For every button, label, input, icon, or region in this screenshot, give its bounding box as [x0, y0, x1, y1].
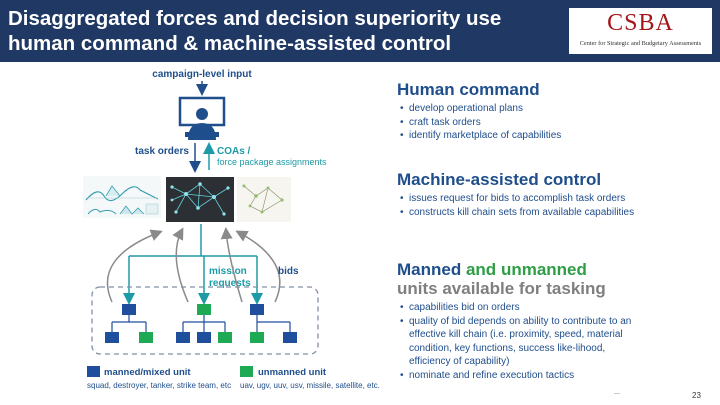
list-item: capabilities bid on orders [400, 301, 637, 315]
list-item: nominate and refine execution tactics [400, 369, 637, 383]
human-command-title: Human command [397, 80, 540, 99]
csba-logo: CSBA Center for Strategic and Budgetary … [569, 8, 712, 54]
network-graph-image [166, 177, 234, 222]
units-title-line2: units available for tasking [397, 279, 606, 298]
bid-arrows [106, 227, 281, 303]
machine-control-section: Machine-assisted control issues request … [397, 170, 697, 219]
footer-mark: --- [614, 391, 620, 397]
campaign-input-label: campaign-level input [152, 69, 252, 80]
list-item: develop operational plans [400, 102, 697, 116]
force-package-label: force package assignments [217, 157, 327, 167]
mission-label: mission [209, 266, 247, 277]
unit-group-2 [176, 304, 232, 343]
list-item: identify marketplace of capabilities [400, 129, 697, 143]
unit-group-1 [105, 304, 153, 343]
logo-name: CSBA [607, 10, 674, 36]
manned-unit-legend-swatch [87, 366, 100, 377]
requests-label: requests [209, 278, 251, 289]
units-title: Manned and unmanned units available for … [397, 260, 637, 298]
analytics-thumbnails [83, 176, 161, 218]
manned-unit-examples: squad, destroyer, tanker, strike team, e… [87, 381, 231, 390]
machine-control-bullets: issues request for bids to accomplish ta… [397, 192, 697, 219]
manned-unit-legend-label: manned/mixed unit [104, 367, 191, 378]
kill-chain-sketch-image [237, 177, 291, 222]
units-title-and: and [465, 260, 497, 279]
list-item: constructs kill chain sets from availabl… [400, 206, 697, 220]
slide-title: Disaggregated forces and decision superi… [8, 7, 502, 55]
page-number: 23 [692, 391, 701, 400]
coas-label: COAs / [217, 146, 251, 157]
machine-control-title: Machine-assisted control [397, 170, 602, 189]
bids-label: bids [278, 266, 299, 277]
human-command-bullets: develop operational plans craft task ord… [397, 102, 697, 143]
logo-subtitle: Center for Strategic and Budgetary Asses… [579, 40, 702, 47]
unmanned-unit-legend-label: unmanned unit [258, 367, 327, 378]
unit-marketplace-box [91, 286, 319, 355]
units-title-manned: Manned [397, 260, 462, 279]
list-item: issues request for bids to accomplish ta… [400, 192, 697, 206]
units-title-unmanned: unmanned [500, 260, 587, 279]
unmanned-unit-examples: uav, ugv, uuv, usv, missile, satellite, … [240, 381, 380, 390]
mission-request-lines [123, 224, 263, 305]
list-item: quality of bid depends on ability to con… [400, 315, 637, 369]
commander-icon [178, 96, 226, 140]
units-bullets: capabilities bid on orders quality of bi… [397, 301, 637, 382]
units-section: Manned and unmanned units available for … [397, 260, 637, 382]
unmanned-unit-legend-swatch [240, 366, 253, 377]
slide-header: Disaggregated forces and decision superi… [0, 0, 720, 62]
list-item: craft task orders [400, 116, 697, 130]
task-orders-label: task orders [135, 146, 189, 157]
command-control-diagram: campaign-level input task orders COAs / … [83, 69, 380, 390]
human-command-section: Human command develop operational plans … [397, 80, 697, 143]
unit-group-3 [250, 304, 297, 343]
